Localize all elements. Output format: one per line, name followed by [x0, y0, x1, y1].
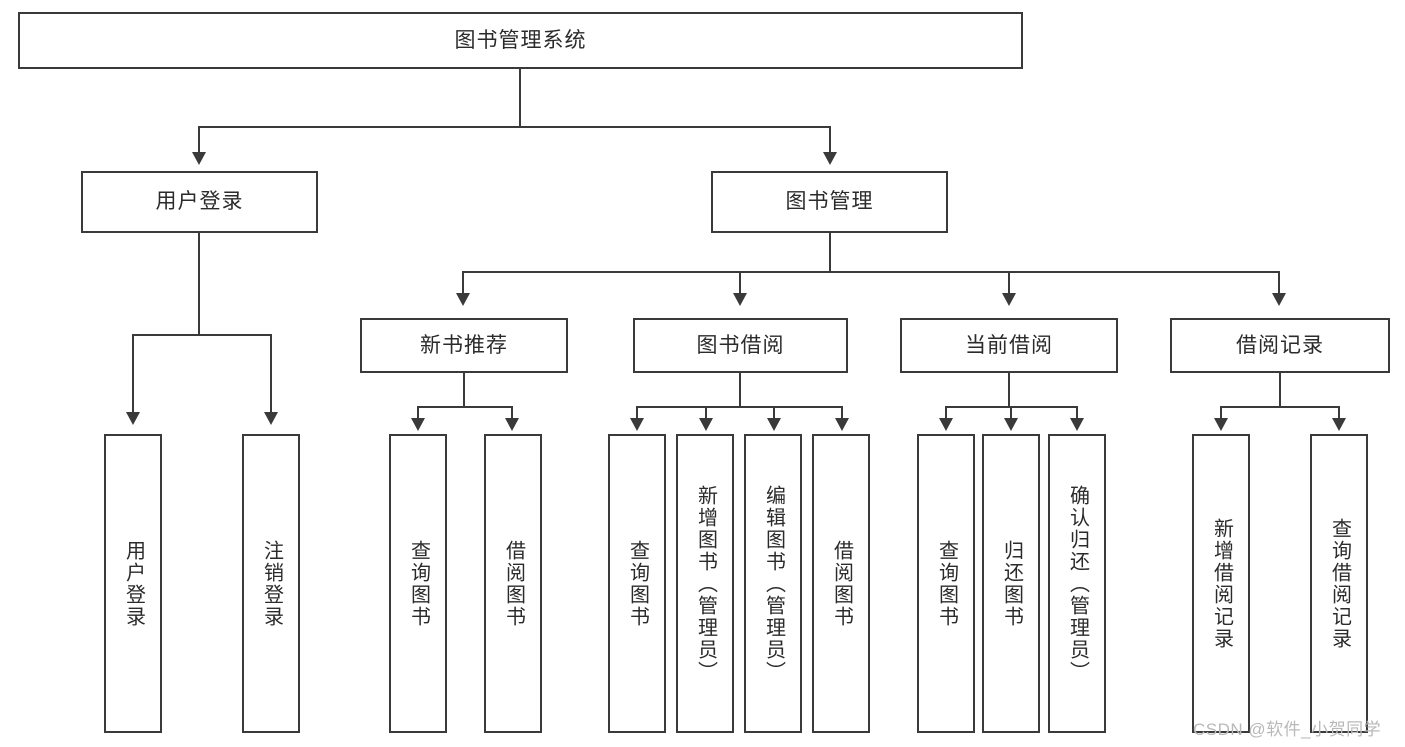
- leaf-borrow-book-1[interactable]: 借阅图书: [484, 434, 542, 733]
- edge-bb-leaf4: [841, 406, 843, 420]
- edge-user-login-bus: [132, 334, 272, 336]
- leaf-user-login[interactable]: 用户登录: [104, 434, 162, 733]
- arrowhead-leaf-query-book-2: [630, 418, 644, 431]
- node-label: 新书推荐: [420, 333, 508, 357]
- node-label: 当前借阅: [965, 333, 1053, 357]
- node-label: 编辑图书（管理员）: [762, 484, 785, 683]
- edge-cb-leaf3: [1076, 406, 1078, 420]
- node-label: 图书管理: [785, 190, 874, 214]
- edge-to-current-borrow: [1008, 271, 1010, 295]
- node-label: 用户登录: [122, 539, 145, 628]
- arrowhead-leaf-query-book-1: [411, 418, 425, 431]
- node-label: 查询借阅记录: [1328, 517, 1351, 650]
- node-label: 查询图书: [626, 539, 649, 628]
- edge-nbr-leaf2: [511, 406, 513, 420]
- node-book-manage[interactable]: 图书管理: [711, 171, 948, 233]
- arrowhead-leaf-add-book: [699, 418, 713, 431]
- edge-book-borrow-bus: [636, 406, 843, 408]
- arrowhead-leaf-user-login: [126, 412, 140, 425]
- node-label: 新增借阅记录: [1210, 517, 1233, 650]
- node-label: 借阅图书: [502, 539, 525, 628]
- node-label: 图书管理系统: [454, 28, 587, 52]
- watermark-text: CSDN @软件_小贺同学: [1193, 720, 1382, 739]
- arrowhead-leaf-add-record: [1214, 418, 1228, 431]
- arrowhead-book-manage: [823, 152, 837, 165]
- arrowhead-leaf-borrow-book-2: [835, 418, 849, 431]
- csdn-watermark: CSDN @软件_小贺同学: [1193, 715, 1381, 740]
- node-user-login[interactable]: 用户登录: [81, 171, 318, 233]
- edge-user-login-leaf1: [132, 334, 134, 414]
- edge-cb-leaf1: [945, 406, 947, 420]
- edge-cb-leaf2: [1010, 406, 1012, 420]
- node-label: 借阅记录: [1236, 333, 1324, 357]
- leaf-query-book-3[interactable]: 查询图书: [917, 434, 975, 733]
- edge-to-book-manage: [829, 126, 831, 154]
- arrowhead-leaf-query-record: [1332, 418, 1346, 431]
- edge-new-book-recommend-stem: [463, 373, 465, 407]
- node-label: 确认归还（管理员）: [1066, 484, 1089, 683]
- edge-level3-bus: [462, 271, 1280, 273]
- edge-user-login-stem: [198, 233, 200, 335]
- arrowhead-leaf-query-book-3: [939, 418, 953, 431]
- edge-borrow-record-bus: [1220, 406, 1340, 408]
- node-label: 归还图书: [1000, 539, 1023, 628]
- arrowhead-leaf-borrow-book-1: [505, 418, 519, 431]
- leaf-add-book[interactable]: 新增图书（管理员）: [676, 434, 734, 733]
- arrowhead-leaf-return-book: [1004, 418, 1018, 431]
- arrowhead-book-borrow: [733, 293, 747, 306]
- edge-bb-leaf1: [636, 406, 638, 420]
- edge-to-user-login: [198, 126, 200, 154]
- node-current-borrow[interactable]: 当前借阅: [900, 318, 1118, 373]
- node-label: 查询图书: [407, 539, 430, 628]
- node-label: 用户登录: [155, 190, 244, 214]
- edge-to-borrow-record: [1278, 271, 1280, 295]
- edge-new-book-recommend-bus: [417, 406, 513, 408]
- node-borrow-record[interactable]: 借阅记录: [1170, 318, 1390, 373]
- leaf-add-record[interactable]: 新增借阅记录: [1192, 434, 1250, 733]
- leaf-borrow-book-2[interactable]: 借阅图书: [812, 434, 870, 733]
- arrowhead-leaf-confirm-return: [1070, 418, 1084, 431]
- arrowhead-leaf-user-logout: [264, 412, 278, 425]
- node-label: 新增图书（管理员）: [694, 484, 717, 683]
- edge-bb-leaf2: [705, 406, 707, 420]
- leaf-confirm-return[interactable]: 确认归还（管理员）: [1048, 434, 1106, 733]
- edge-br-leaf1: [1220, 406, 1222, 420]
- edge-br-leaf2: [1338, 406, 1340, 420]
- leaf-query-book-1[interactable]: 查询图书: [389, 434, 447, 733]
- edge-bb-leaf3: [773, 406, 775, 420]
- arrowhead-borrow-record: [1272, 293, 1286, 306]
- leaf-query-book-2[interactable]: 查询图书: [608, 434, 666, 733]
- node-root-book-management-system[interactable]: 图书管理系统: [18, 12, 1023, 69]
- edge-to-new-book-recommend: [462, 271, 464, 295]
- leaf-edit-book[interactable]: 编辑图书（管理员）: [744, 434, 802, 733]
- edge-root-stem: [519, 69, 521, 127]
- edge-user-login-leaf2: [270, 334, 272, 414]
- edge-current-borrow-stem: [1008, 373, 1010, 407]
- arrowhead-new-book-recommend: [456, 293, 470, 306]
- node-label: 查询图书: [935, 539, 958, 628]
- node-label: 图书借阅: [696, 333, 785, 357]
- edge-borrow-record-stem: [1279, 373, 1281, 407]
- edge-to-book-borrow: [739, 271, 741, 295]
- edge-book-manage-stem: [829, 233, 831, 272]
- edge-level2-bus: [198, 126, 831, 128]
- node-label: 注销登录: [260, 539, 283, 628]
- arrowhead-leaf-edit-book: [767, 418, 781, 431]
- node-book-borrow[interactable]: 图书借阅: [633, 318, 848, 373]
- edge-nbr-leaf1: [417, 406, 419, 420]
- arrowhead-current-borrow: [1002, 293, 1016, 306]
- arrowhead-user-login: [192, 152, 206, 165]
- node-new-book-recommend[interactable]: 新书推荐: [360, 318, 568, 373]
- leaf-query-record[interactable]: 查询借阅记录: [1310, 434, 1368, 733]
- node-label: 借阅图书: [830, 539, 853, 628]
- leaf-return-book[interactable]: 归还图书: [982, 434, 1040, 733]
- edge-book-borrow-stem: [739, 373, 741, 407]
- leaf-user-logout[interactable]: 注销登录: [242, 434, 300, 733]
